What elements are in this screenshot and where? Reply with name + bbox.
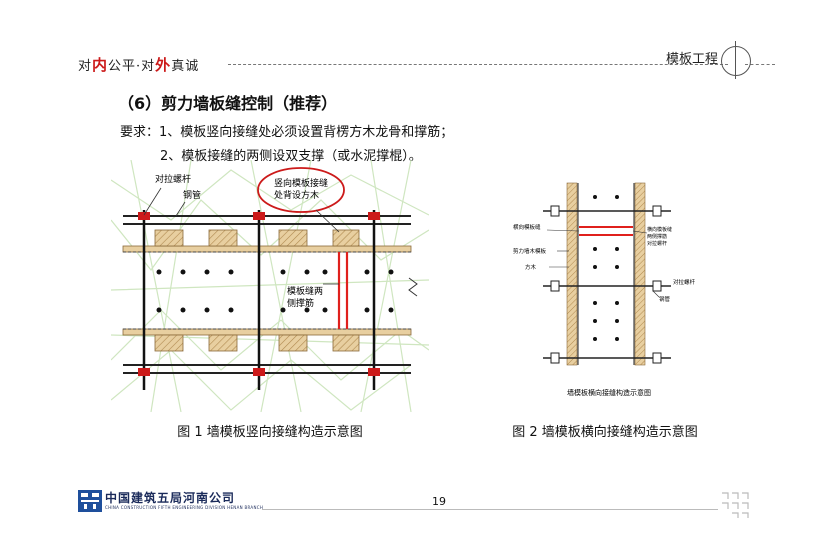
figure2-inner-caption: 墙模板横向接缝构造示意图	[567, 388, 651, 397]
crosshair-circle-icon	[721, 46, 751, 76]
label-brace-2: 两侧撑筋	[647, 233, 667, 240]
label-steel-pipe: 钢管	[659, 295, 671, 303]
header-divider	[228, 64, 728, 65]
break-mark	[408, 277, 418, 297]
label-steel-pipe: 钢管	[183, 189, 201, 201]
page-number: 19	[432, 495, 446, 508]
callout-line-1: 竖向模板接缝	[274, 177, 328, 189]
tie-rods	[543, 210, 671, 359]
figure1-caption: 图 1 墙模板竖向接缝构造示意图	[177, 425, 363, 440]
figure2-caption: 图 2 墙模板横向接缝构造示意图	[512, 425, 698, 440]
figure-vertical-seam-diagram: 对拉螺杆 钢管 竖向模板接缝 处背设方木 模板缝两 侧撑筋	[111, 160, 429, 412]
steel-pipes	[123, 215, 411, 374]
left-timber	[566, 182, 578, 366]
footer-divider	[262, 509, 718, 510]
label-brace-1: 横向模板缝	[647, 226, 672, 233]
header-divider-right	[745, 64, 775, 65]
top-formwork-board	[122, 245, 412, 253]
slogan-part-red: 外	[155, 56, 172, 74]
crosshair-line-icon	[735, 41, 736, 79]
section-tag: 模板工程	[666, 52, 719, 67]
slogan-part: 真诚	[171, 59, 200, 74]
company-logo-icon	[78, 490, 102, 512]
tie-rods	[142, 210, 376, 390]
right-timber	[634, 182, 646, 366]
background-grid	[111, 160, 429, 412]
label-shear-wall: 剪力墙木模板	[513, 247, 547, 255]
callout-ellipse	[257, 167, 345, 213]
timber-backings	[154, 229, 360, 352]
label-seam-2: 侧撑筋	[287, 297, 314, 309]
figure-horizontal-seam-diagram: 横向模板缝 剪力墙木模板 方木 横向模板缝 两侧撑筋 对拉螺杆 对拉螺杆 钢管 …	[513, 182, 696, 397]
requirement-line-1: 要求：1、模板竖向接缝处必须设置背楞方木龙骨和撑筋；	[120, 125, 454, 140]
label-horizontal-seam: 横向模板缝	[513, 223, 541, 231]
slogan-part-red: 内	[92, 56, 109, 74]
label-seam-1: 模板缝两	[287, 285, 323, 297]
concrete-dots	[593, 195, 619, 341]
company-name-en: CHINA CONSTRUCTION FIFTH ENGINEERING DIV…	[105, 505, 264, 510]
tie-rod-nuts	[138, 212, 380, 376]
concrete-dots	[156, 269, 394, 313]
company-name-cn: 中国建筑五局河南公司	[105, 491, 236, 505]
bottom-formwork-board	[122, 328, 412, 336]
tie-rod-nuts	[550, 205, 662, 364]
slide-title: （6）剪力墙板缝控制（推荐）	[118, 94, 338, 113]
corner-decoration-icon	[722, 492, 749, 518]
label-timber: 方木	[525, 263, 537, 271]
label-brace-3: 对拉螺杆	[647, 240, 667, 247]
label-tie-rod: 对拉螺杆	[155, 173, 191, 185]
seam-braces	[337, 252, 349, 329]
slogan-part: 公平·对	[108, 59, 156, 74]
callout-line-2: 处背设方木	[274, 189, 319, 201]
header-slogan: 对内公平·对外真诚	[78, 54, 199, 75]
slogan-part: 对	[78, 59, 93, 74]
requirement-line-2: 2、模板接缝的两侧设双支撑（或水泥撑棍）。	[160, 149, 422, 164]
label-tie-rod: 对拉螺杆	[673, 278, 696, 286]
seam-braces	[579, 226, 633, 236]
